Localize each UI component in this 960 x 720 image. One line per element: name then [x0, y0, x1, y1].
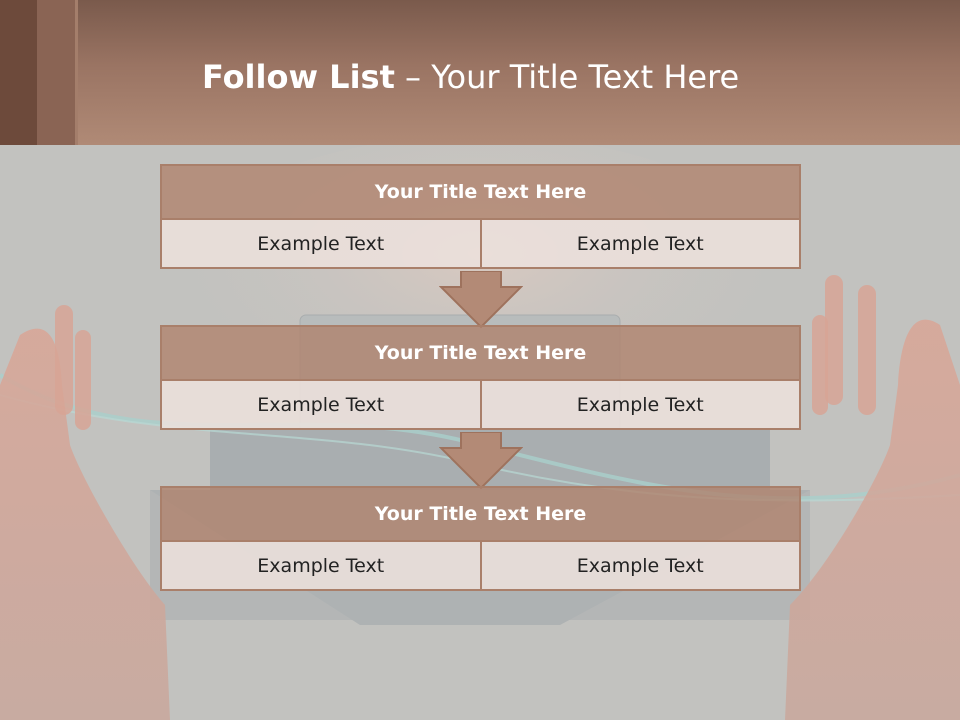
header-stripe	[75, 0, 78, 145]
list-block-3[interactable]: Your Title Text Here Example Text Exampl…	[160, 486, 801, 591]
down-arrow-icon	[439, 271, 523, 329]
list-block-2[interactable]: Your Title Text Here Example Text Exampl…	[160, 325, 801, 430]
header-stripe	[0, 0, 37, 145]
block-title: Your Title Text Here	[160, 486, 801, 542]
slide-title-bold: Follow List	[202, 58, 395, 96]
header-band: Follow List – Your Title Text Here	[0, 0, 960, 145]
list-block-1[interactable]: Your Title Text Here Example Text Exampl…	[160, 164, 801, 269]
block-cell-left[interactable]: Example Text	[162, 381, 480, 428]
block-cell-right[interactable]: Example Text	[479, 220, 799, 267]
block-row: Example Text Example Text	[160, 542, 801, 591]
block-title: Your Title Text Here	[160, 325, 801, 381]
block-title: Your Title Text Here	[160, 164, 801, 220]
block-row: Example Text Example Text	[160, 381, 801, 430]
down-arrow-icon	[439, 432, 523, 490]
block-cell-left[interactable]: Example Text	[162, 220, 480, 267]
header-stripe	[37, 0, 75, 145]
block-cell-right[interactable]: Example Text	[479, 542, 799, 589]
block-cell-left[interactable]: Example Text	[162, 542, 480, 589]
block-cell-right[interactable]: Example Text	[479, 381, 799, 428]
block-row: Example Text Example Text	[160, 220, 801, 269]
slide-title-rest: – Your Title Text Here	[394, 58, 740, 96]
slide-title[interactable]: Follow List – Your Title Text Here	[202, 55, 739, 99]
